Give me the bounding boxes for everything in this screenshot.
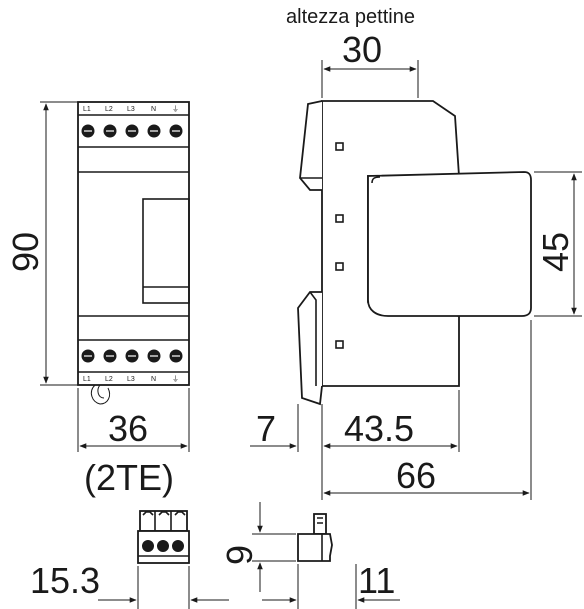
bottom-terminal-screws	[81, 349, 183, 363]
dim-rail-offset-7: 7	[256, 408, 276, 449]
din-clip	[90, 384, 111, 405]
terminal-label-bottom-l2: L2	[105, 376, 113, 383]
dim-connector-height-9: 9	[219, 545, 260, 565]
side-view: altezza pettine 30 45 7 43.5 66	[250, 6, 582, 500]
dim-connector-width-15-3: 15.3	[30, 560, 100, 601]
dim-height-90: 90	[5, 232, 46, 272]
dim-width-modules: (2TE)	[84, 457, 174, 498]
terminal-label-bottom-l3: L3	[127, 376, 135, 383]
terminal-label-bottom-l1: L1	[83, 376, 91, 383]
dim-total-depth-66: 66	[396, 455, 436, 496]
terminal-label-top-l2: L2	[105, 106, 113, 113]
dim-front-height-45: 45	[535, 232, 576, 272]
terminal-label-bottom-n: N	[151, 376, 156, 383]
dim-width-36: 36	[108, 408, 148, 449]
terminal-label-top-n: N	[151, 106, 156, 113]
terminal-label-top-l1: L1	[83, 106, 91, 113]
terminal-label-bottom-ground: ⏚	[172, 375, 179, 383]
dim-connector-depth-11: 11	[358, 560, 395, 601]
terminal-label-top-ground: ⏚	[172, 105, 179, 113]
connector-front-view: 15.3	[30, 510, 229, 609]
dim-comb-height-30: 30	[342, 29, 382, 70]
front-view: L1 L2 L3 N ⏚ L1 L2 L3 N ⏚ 90 36 (2TE)	[5, 101, 190, 498]
comb-height-caption: altezza pettine	[286, 6, 415, 28]
dim-body-depth-43-5: 43.5	[344, 408, 414, 449]
connector-side-view: 9 11	[219, 502, 400, 609]
top-terminal-screws	[81, 124, 183, 138]
terminal-label-top-l3: L3	[127, 106, 135, 113]
